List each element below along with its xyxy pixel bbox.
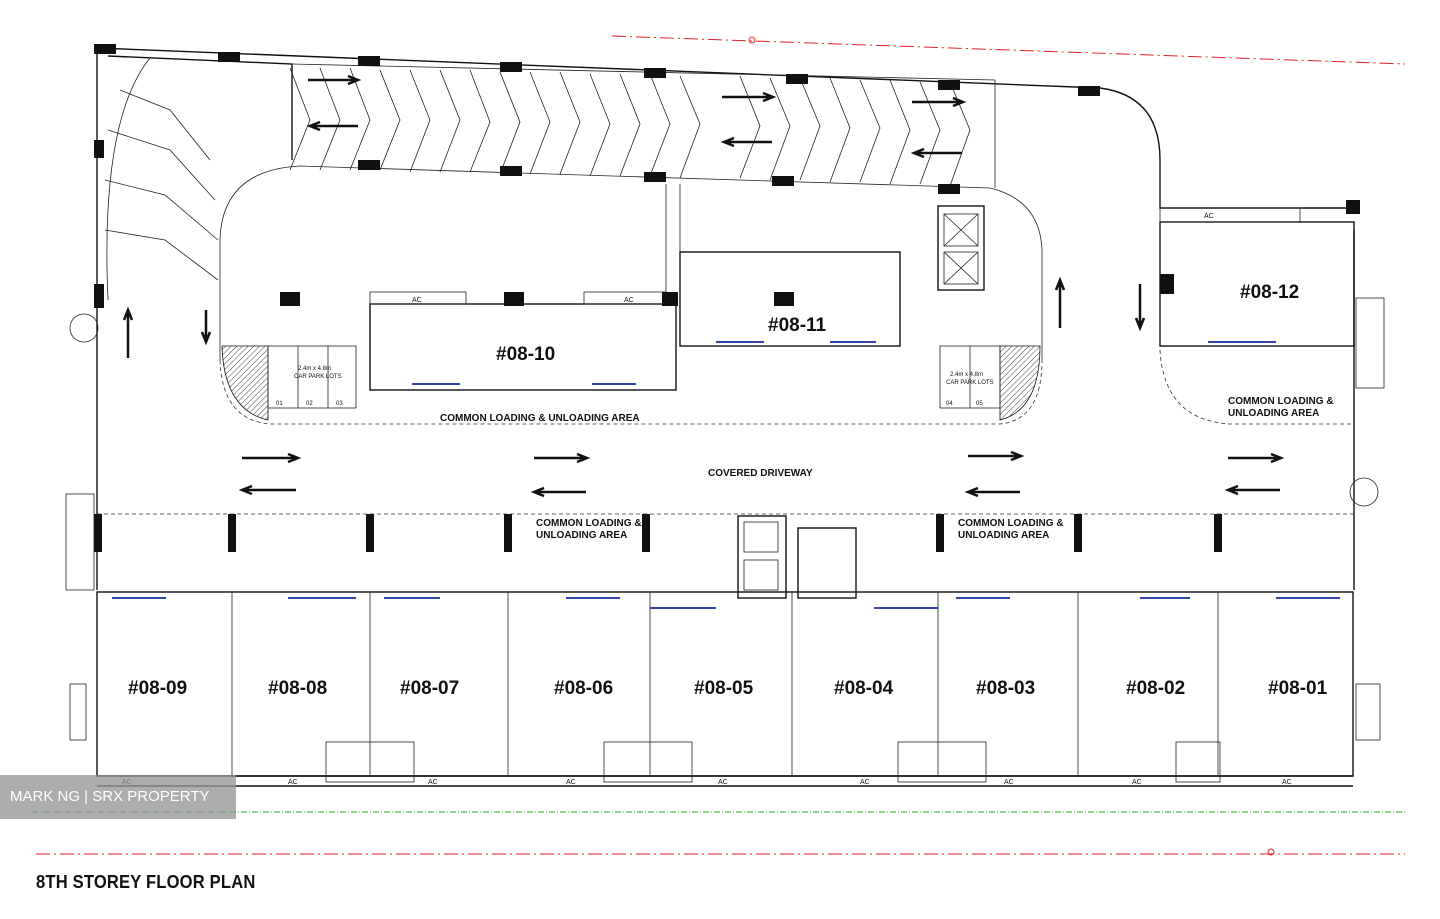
car-park-size-left: 2.4m x 4.8m bbox=[298, 366, 331, 372]
loading-area-label-top: COMMON LOADING & UNLOADING AREA bbox=[440, 413, 640, 424]
unit-label-08-12: #08-12 bbox=[1240, 282, 1299, 303]
ac-label: AC bbox=[1004, 779, 1014, 786]
car-park-title-right: CAR PARK LOTS bbox=[946, 380, 994, 386]
plan-title: 8TH STOREY FLOOR PLAN bbox=[36, 872, 256, 892]
site-boundary-lines bbox=[32, 35, 1406, 856]
area-labels: COVERED DRIVEWAY COMMON LOADING & UNLOAD… bbox=[440, 396, 1334, 541]
car-park-lot-02: 02 bbox=[306, 401, 313, 407]
car-park-title-left: CAR PARK LOTS bbox=[294, 374, 342, 380]
unit-label-08-05: #08-05 bbox=[694, 678, 754, 699]
car-park-lot-01: 01 bbox=[276, 401, 283, 407]
loading-area-label-right-l2: UNLOADING AREA bbox=[1228, 408, 1319, 419]
ramp-chevrons bbox=[104, 67, 971, 281]
car-park-size-right: 2.4m x 4.8m bbox=[950, 372, 983, 378]
unit-label-08-10: #08-10 bbox=[496, 344, 555, 365]
unit-label-08-09: #08-09 bbox=[128, 678, 187, 699]
unit-label-08-03: #08-03 bbox=[976, 678, 1035, 699]
bottom-units bbox=[65, 297, 1385, 787]
ac-label: AC bbox=[428, 779, 438, 786]
loading-area-label-mid-l1: COMMON LOADING & bbox=[536, 518, 642, 529]
ac-label: AC bbox=[1282, 779, 1292, 786]
ac-label: AC bbox=[718, 779, 728, 786]
ac-label: AC bbox=[624, 297, 634, 304]
unit-label-08-02: #08-02 bbox=[1126, 678, 1185, 699]
covered-driveway-label: COVERED DRIVEWAY bbox=[708, 468, 813, 479]
ac-label: AC bbox=[566, 779, 576, 786]
ramp-structure bbox=[96, 47, 1354, 498]
ac-label: AC bbox=[1132, 779, 1142, 786]
car-park-labels: 2.4m x 4.8m CAR PARK LOTS 01 02 03 2.4m … bbox=[276, 366, 994, 407]
ac-label: AC bbox=[860, 779, 870, 786]
watermark: MARK NG | SRX PROPERTY bbox=[0, 775, 236, 819]
unit-labels: #08-10 #08-11 #08-12 #08-09 #08-08 #08-0… bbox=[128, 282, 1328, 699]
ac-label: AC bbox=[288, 779, 298, 786]
unit-label-08-07: #08-07 bbox=[400, 678, 459, 699]
car-park-lot-05: 05 bbox=[976, 401, 983, 407]
ac-label: AC bbox=[1204, 213, 1214, 220]
unit-label-08-01: #08-01 bbox=[1268, 678, 1328, 699]
traffic-arrows bbox=[122, 74, 1285, 498]
unit-label-08-08: #08-08 bbox=[268, 678, 327, 699]
loading-area-label-right-l1: COMMON LOADING & bbox=[1228, 396, 1334, 407]
loading-area-label-mid-l2: UNLOADING AREA bbox=[536, 530, 627, 541]
loading-area-label-east-l1: COMMON LOADING & bbox=[958, 518, 1064, 529]
car-park-lot-03: 03 bbox=[336, 401, 343, 407]
unit-label-08-04: #08-04 bbox=[834, 678, 894, 699]
ac-label: AC bbox=[412, 297, 422, 304]
unit-label-08-11: #08-11 bbox=[768, 315, 827, 336]
top-units bbox=[94, 44, 1360, 409]
car-park-lot-04: 04 bbox=[946, 401, 953, 407]
unit-label-08-06: #08-06 bbox=[554, 678, 613, 699]
loading-area-label-east-l2: UNLOADING AREA bbox=[958, 530, 1049, 541]
